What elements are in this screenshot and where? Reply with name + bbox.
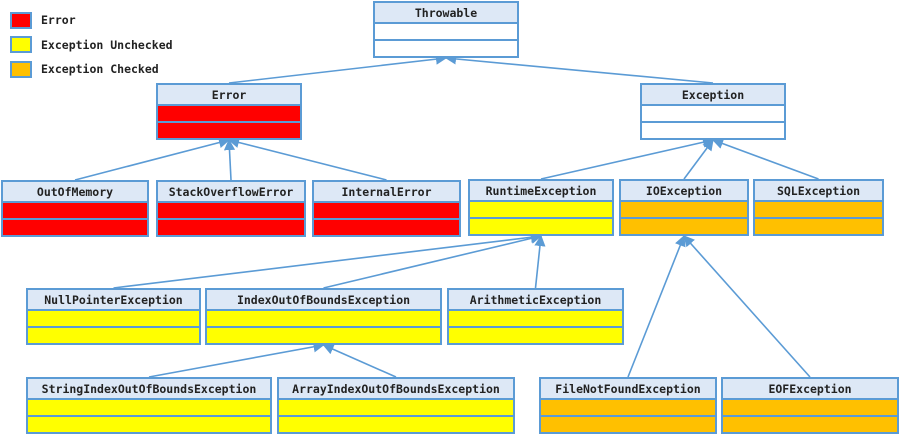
class-arithmetic-exception: ArithmeticException [447,288,624,345]
class-internal-error: InternalError [312,180,461,237]
class-io-exception: IOException [619,179,749,236]
class-name: Throwable [375,3,517,24]
class-file-not-found-exception: FileNotFoundException [539,377,717,434]
class-name: IndexOutOfBoundsException [207,290,440,311]
class-section [723,415,897,432]
inheritance-arrow-arithmetic_exception-to-runtime_exception [534,234,546,289]
class-section [470,202,612,217]
class-section [3,218,147,235]
legend-swatch-unchecked [10,36,32,53]
class-name: Exception [642,85,784,106]
inheritance-arrow-string_index_out_of_bounds_exception-to-index_out_of_bounds_exception [148,341,325,378]
class-name: NullPointerException [28,290,199,311]
class-section [158,203,304,218]
class-name: IOException [621,181,747,202]
class-string-index-out-of-bounds-exception: StringIndexOutOfBoundsException [26,377,272,434]
legend-label: Error [41,13,76,27]
class-name: RuntimeException [470,181,612,202]
class-eof-exception: EOFException [721,377,899,434]
class-name: ArrayIndexOutOfBoundsException [279,379,513,400]
class-name: InternalError [314,182,459,203]
inheritance-arrow-runtime_exception-to-exception [540,136,715,180]
inheritance-arrow-index_out_of_bounds_exception-to-runtime_exception [323,232,543,289]
class-error: Error [156,83,302,140]
class-null-pointer-exception: NullPointerException [26,288,201,345]
class-array-index-out-of-bounds-exception: ArrayIndexOutOfBoundsException [277,377,515,434]
class-name: StringIndexOutOfBoundsException [28,379,270,400]
class-section [314,218,459,235]
class-name: OutOfMemory [3,182,147,203]
class-section [28,326,199,343]
inheritance-arrow-stack_overflow_error-to-error [223,138,236,181]
class-section [621,217,747,234]
class-name: ArithmeticException [449,290,622,311]
legend-item-error: Error [10,8,173,32]
inheritance-arrow-error-to-throwable [228,53,448,84]
class-section [28,400,270,415]
class-name: StackOverflowError [158,182,304,203]
class-section [28,311,199,326]
class-name: Error [158,85,300,106]
class-name: SQLException [755,181,882,202]
legend-swatch-error [10,11,32,29]
inheritance-arrow-out_of_memory-to-error [74,137,231,181]
legend-item-checked: Exception Checked [10,57,173,81]
class-stack-overflow-error: StackOverflowError [156,180,306,237]
class-section [207,311,440,326]
inheritance-arrow-eof_exception-to-io_exception [683,235,811,378]
class-name: FileNotFoundException [541,379,715,400]
legend: Error Exception Unchecked Exception Chec… [10,8,173,82]
class-section [449,326,622,343]
class-section [279,415,513,432]
class-section [449,311,622,326]
class-section [158,218,304,235]
inheritance-arrow-null_pointer_exception-to-runtime_exception [113,231,543,289]
class-name: EOFException [723,379,897,400]
class-section [541,400,715,415]
class-section [642,121,784,138]
inheritance-arrow-file_not_found_exception-to-io_exception [627,234,686,378]
class-out-of-memory: OutOfMemory [1,180,149,237]
class-section [541,415,715,432]
class-section [28,415,270,432]
class-section [755,202,882,217]
class-section [3,203,147,218]
class-throwable: Throwable [373,1,519,58]
legend-item-unchecked: Exception Unchecked [10,33,173,57]
class-section [158,106,300,121]
inheritance-arrow-internal_error-to-error [227,137,387,181]
legend-swatch-checked [10,60,32,78]
legend-label: Exception Unchecked [41,37,173,52]
inheritance-arrow-exception-to-throwable [444,53,714,84]
class-index-out-of-bounds-exception: IndexOutOfBoundsException [205,288,442,345]
inheritance-arrow-sql_exception-to-exception [711,138,819,180]
class-section [621,202,747,217]
class-section [755,217,882,234]
class-section [375,24,517,39]
class-section [207,326,440,343]
class-section [642,106,784,121]
class-section [279,400,513,415]
class-runtime-exception: RuntimeException [468,179,614,236]
class-section [723,400,897,415]
class-section [375,39,517,56]
inheritance-arrow-array_index_out_of_bounds_exception-to-index_out_of_bounds_exception [322,343,397,378]
class-section [158,121,300,138]
class-section [470,217,612,234]
class-section [314,203,459,218]
legend-label: Exception Checked [41,62,159,76]
class-exception: Exception [640,83,786,140]
class-sql-exception: SQLException [753,179,884,236]
inheritance-arrow-io_exception-to-exception [683,139,714,180]
